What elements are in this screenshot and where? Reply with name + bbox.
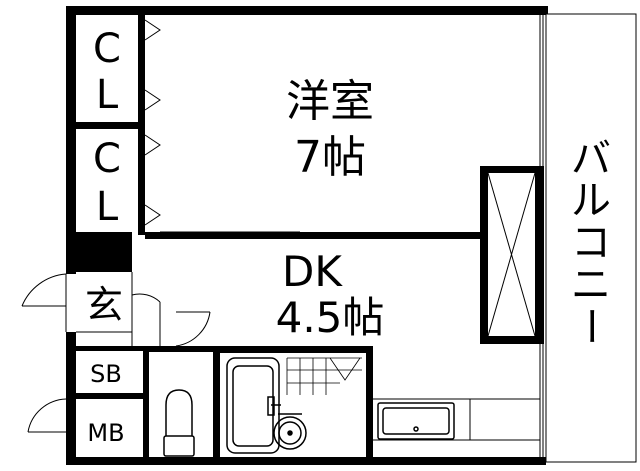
wall-sb-bottom [76, 393, 148, 399]
closet-top-line2: L [96, 72, 119, 118]
meter-box-label: MB [87, 419, 124, 447]
closet-doors [144, 19, 161, 226]
closet-bottom-line1: C [93, 136, 121, 182]
wall-toilet-top [149, 346, 219, 352]
wall-closet-right [138, 15, 145, 235]
wash-basin [273, 413, 307, 450]
wall-bath-right [366, 346, 373, 458]
dk-entrance-doors [131, 293, 211, 347]
wall-bath-frame-top [213, 346, 373, 353]
closet-door-marker [144, 134, 161, 156]
sliding-door-unit [480, 166, 544, 344]
wall-pillar [70, 232, 132, 272]
closet-door-marker [144, 19, 161, 41]
toilet [163, 389, 195, 457]
balcony-char: ー [567, 306, 613, 346]
wall-bath-left [213, 346, 220, 458]
wall-mb-right [143, 346, 149, 458]
western-room-name: 洋室 [286, 76, 374, 127]
closet-door-marker [144, 204, 161, 226]
wall-top [66, 6, 548, 15]
interior-walls [76, 15, 480, 458]
balcony-char: ニ [571, 262, 611, 308]
closet-door-marker [144, 89, 161, 111]
bathtub [226, 357, 281, 454]
dk-name: DK [282, 247, 343, 296]
closet-bottom-line2: L [96, 184, 119, 230]
western-room-size: 7帖 [294, 132, 366, 183]
balcony-char: コ [571, 220, 611, 266]
wall-left-upper [66, 6, 76, 274]
balcony [539, 13, 637, 463]
balcony-label: バ ル コ ニ ー [567, 136, 613, 346]
wall-room-dk [145, 232, 480, 239]
balcony-char: ル [571, 178, 611, 224]
wall-bottom [66, 457, 546, 465]
washroom-tiles [286, 357, 362, 395]
entrance-door [21, 273, 67, 332]
wall-closet-divider [76, 122, 140, 129]
wall-sb-top [76, 346, 148, 351]
kitchen-sink [377, 402, 455, 440]
shoe-box-label: SB [90, 360, 122, 388]
thin-lines [76, 231, 540, 441]
balcony-char: バ [571, 136, 611, 182]
exterior-walls [66, 6, 548, 465]
wall-left-lower [66, 332, 76, 462]
entrance-label: 玄 [85, 283, 123, 327]
closet-top-line1: C [93, 26, 121, 72]
mb-door [27, 398, 67, 433]
dk-size: 4.5帖 [276, 293, 385, 342]
